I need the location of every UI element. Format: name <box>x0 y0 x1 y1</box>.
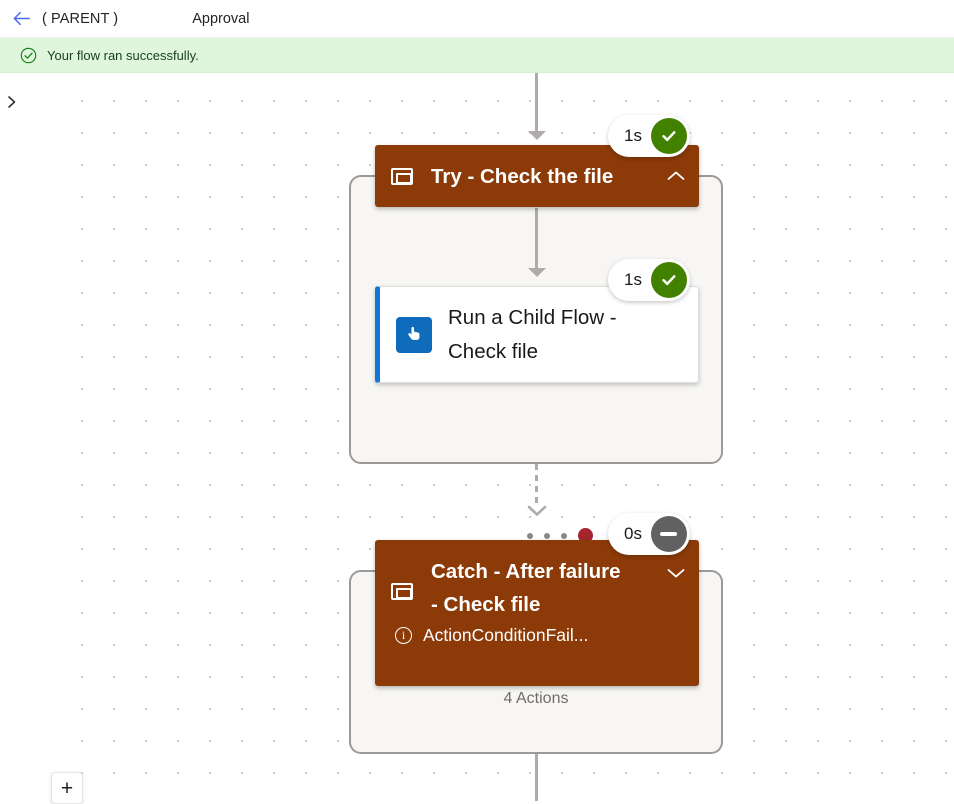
runafter-dot <box>527 532 533 539</box>
scope-node-try[interactable]: Try - Check the file <box>375 145 699 207</box>
runafter-status-dots <box>527 528 593 543</box>
runafter-failed-dot <box>578 528 593 543</box>
check-circle-outline-icon <box>20 47 37 64</box>
chevron-down-icon[interactable] <box>663 560 689 586</box>
connector-arrow-try-inner <box>528 268 546 277</box>
breadcrumb-parent[interactable]: ( PARENT ) <box>42 10 119 27</box>
runafter-dot <box>544 532 550 539</box>
status-badge-child-flow[interactable]: 1s <box>608 259 690 301</box>
scope-node-try-title: Try - Check the file <box>431 164 614 188</box>
scope-node-catch-title: Catch - After failure - Check file <box>431 560 621 616</box>
scope-node-catch-error: ActionConditionFail... <box>423 625 589 645</box>
status-badge-duration: 0s <box>624 524 642 543</box>
zoom-in-button[interactable]: + <box>51 772 83 804</box>
scope-node-catch[interactable]: Catch - After failure - Check file i Act… <box>375 540 699 686</box>
connector-chevron-runafter <box>527 504 547 516</box>
connector-line-bottom <box>535 754 538 801</box>
top-command-bar: ( PARENT ) Approval <box>0 0 954 38</box>
left-rail <box>0 73 22 801</box>
status-banner-message: Your flow ran successfully. <box>47 47 199 63</box>
flow-hand-pointer-icon <box>396 316 432 353</box>
status-banner: Your flow ran successfully. <box>0 38 954 73</box>
connector-line-top <box>535 73 538 133</box>
scope-rectangle-icon <box>391 167 413 185</box>
arrow-left-icon <box>11 8 32 29</box>
status-badge-try[interactable]: 1s <box>608 115 690 157</box>
connector-arrow-top <box>528 131 546 140</box>
back-button[interactable] <box>4 2 38 36</box>
check-icon <box>650 262 687 298</box>
runafter-dot <box>561 532 567 539</box>
canvas-left-fade <box>22 73 80 801</box>
status-badge-catch[interactable]: 0s <box>608 513 690 555</box>
info-circle-icon: i <box>395 627 412 644</box>
flow-name-label: Approval <box>192 10 250 27</box>
status-badge-duration: 1s <box>624 126 642 145</box>
connector-line-try-inner <box>535 208 538 270</box>
minus-icon <box>650 516 687 552</box>
status-badge-duration: 1s <box>624 270 642 289</box>
action-node-title: Run a Child Flow - Check file <box>448 305 617 363</box>
connector-dashed-runafter <box>535 464 538 504</box>
chevron-up-icon[interactable] <box>663 163 689 189</box>
scope-rectangle-icon <box>391 583 413 600</box>
chevron-right-icon <box>5 94 19 115</box>
flow-canvas[interactable]: Run a Child Flow - Check file 1s Try - C… <box>22 73 954 801</box>
check-icon <box>650 118 687 154</box>
expand-panel-button[interactable] <box>3 95 21 113</box>
catch-actions-count: 4 Actions <box>503 690 569 707</box>
action-node-run-child-flow[interactable]: Run a Child Flow - Check file <box>375 286 699 383</box>
